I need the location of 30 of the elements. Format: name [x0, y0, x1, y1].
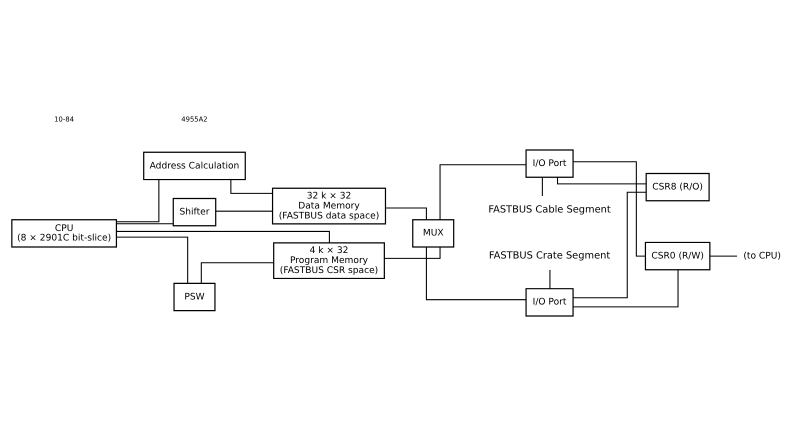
node-box: PSW	[173, 282, 216, 311]
node-text: FASTBUS Crate Segment	[488, 250, 610, 262]
node-box: Address Calculation	[143, 151, 246, 180]
connector	[200, 262, 274, 283]
node-box: MUX	[412, 218, 454, 248]
node-box: I/O Port	[525, 148, 574, 178]
connector	[116, 222, 173, 224]
connector	[573, 269, 679, 307]
node-text: (to CPU)	[743, 250, 781, 261]
connector	[573, 160, 646, 256]
connector	[549, 269, 550, 288]
node-box: Shifter	[172, 197, 216, 226]
connector	[426, 246, 526, 300]
connector	[542, 177, 543, 196]
connector	[386, 206, 427, 219]
connector	[557, 177, 646, 184]
node-box: 4 k × 32 Program Memory (FASTBUS CSR space)	[273, 242, 385, 279]
connector	[710, 255, 738, 256]
node-box: I/O Port	[525, 288, 574, 316]
connector	[116, 179, 160, 222]
connector	[440, 164, 526, 219]
connector	[573, 191, 646, 298]
node-text: FASTBUS Cable Segment	[488, 204, 611, 215]
connector	[384, 246, 441, 258]
node-box: 32 k × 32 Data Memory (FASTBUS data space)	[272, 187, 386, 224]
node-box: CPU (8 × 2901C bit-slice)	[11, 218, 118, 248]
connector	[116, 236, 188, 283]
node-box: CSR8 (R/O)	[646, 172, 710, 201]
connector	[216, 210, 272, 212]
node-box: CSR0 (R/W)	[644, 241, 710, 270]
